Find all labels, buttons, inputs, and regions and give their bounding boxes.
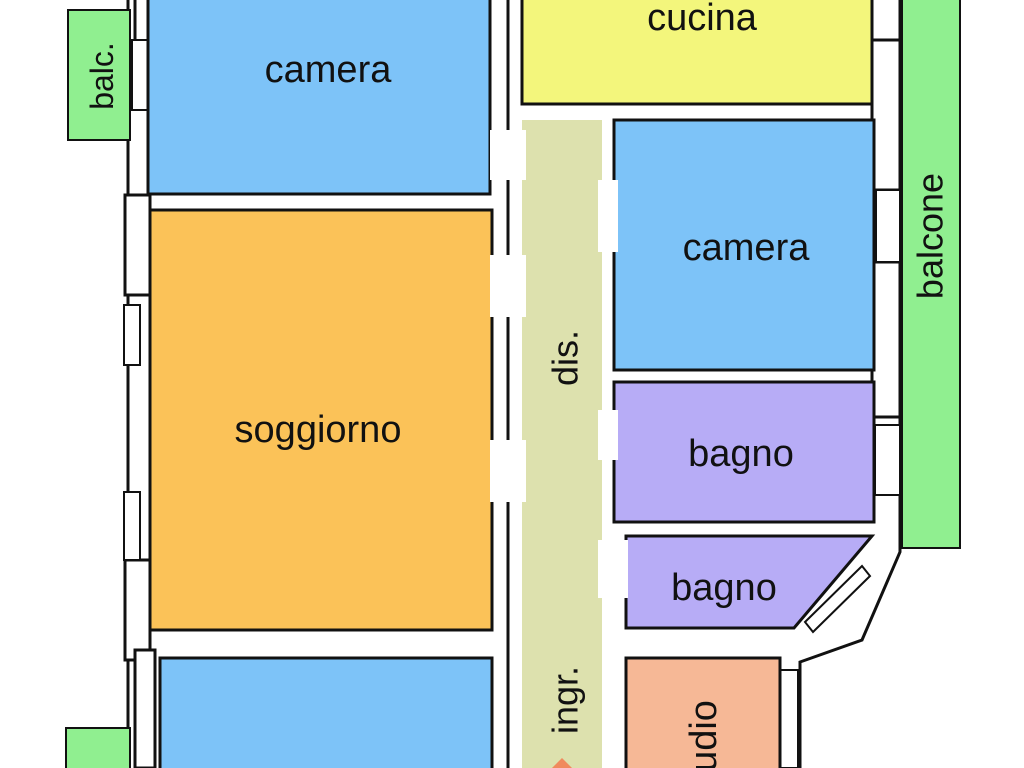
label-soggiorno: soggiorno <box>235 409 402 451</box>
label-camera-right: camera <box>683 227 811 269</box>
wall-jog-right-1 <box>870 38 902 192</box>
label-balcone-left: balc. <box>84 42 120 110</box>
label-cucina: cucina <box>647 0 758 39</box>
window-right-bagno <box>874 424 901 496</box>
door-gap-4 <box>598 180 618 252</box>
balcony-left-top <box>67 9 131 141</box>
label-bagno-1: bagno <box>688 433 794 475</box>
window-bagno-angled <box>803 564 872 634</box>
room-cucina <box>520 0 874 106</box>
rooms <box>146 0 876 768</box>
door-gap-2 <box>490 255 526 317</box>
label-disimpegno: dis. <box>545 330 586 386</box>
label-ingresso: ingr. <box>545 666 586 734</box>
door-gaps <box>490 130 628 598</box>
window-left-1 <box>123 304 141 366</box>
balcony-left-bottom <box>65 727 131 768</box>
label-camera-top-left: camera <box>265 49 393 91</box>
room-camera-bottom-left <box>158 656 494 768</box>
wall-jog-left-4 <box>133 648 157 768</box>
entrance-marker <box>552 758 572 768</box>
wall-jog-left-2 <box>123 193 152 297</box>
label-balcone-right: balcone <box>910 173 951 299</box>
window-left-2 <box>123 491 141 561</box>
label-studio: udio <box>683 700 725 768</box>
door-gap-6 <box>598 540 628 598</box>
label-bagno-2: bagno <box>671 567 777 609</box>
room-camera-top-left <box>146 0 492 196</box>
room-camera-right <box>612 118 876 372</box>
window-right-tr <box>875 189 901 263</box>
wall-jog-right-2 <box>870 260 902 419</box>
balcony-right <box>901 0 961 549</box>
room-soggiorno <box>148 208 494 632</box>
room-disimpegno <box>522 120 602 768</box>
wall-jog-left-3 <box>123 558 152 662</box>
door-gap-1 <box>490 130 526 180</box>
window-right-studio <box>779 669 799 768</box>
door-gap-5 <box>598 410 618 460</box>
door-gap-3 <box>490 440 526 502</box>
room-studio <box>624 656 782 768</box>
window-left-balc <box>131 39 149 111</box>
